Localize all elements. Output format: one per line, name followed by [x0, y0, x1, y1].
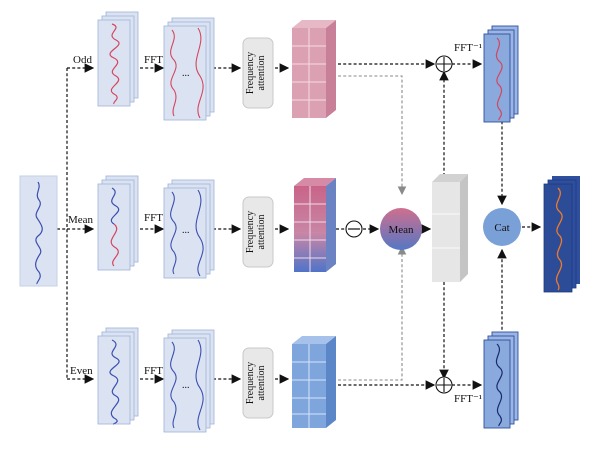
- mean-signal-stack: [97, 175, 139, 271]
- even-ellipsis: ...: [182, 380, 190, 391]
- svg-text:Frequencyattention: Frequencyattention: [245, 211, 267, 253]
- even-attention-block: [292, 336, 336, 428]
- odd-fft-stack: ...: [163, 17, 215, 121]
- mean-node: Mean: [380, 208, 422, 250]
- freq-attention-even: Frequencyattention: [242, 347, 274, 419]
- svg-text:Frequencyattention: Frequencyattention: [245, 362, 267, 404]
- minus-operator: [345, 220, 363, 238]
- cat-node-label: Cat: [494, 222, 509, 234]
- mean-fft-stack: ...: [163, 179, 215, 279]
- odd-signal-stack: [97, 11, 139, 107]
- ifft-top-stack: [483, 25, 519, 123]
- label-ifft-bottom: FFT⁻¹: [454, 393, 482, 405]
- ifft-bottom-stack: [483, 331, 519, 429]
- shared-block: [432, 174, 468, 282]
- odd-wave: [109, 23, 120, 105]
- freq-attention-mean: Frequencyattention: [242, 196, 274, 268]
- odd-attention-block: [292, 20, 336, 118]
- add-operator-top: [435, 55, 453, 73]
- input-wave: [35, 181, 43, 285]
- mean-ellipsis: ...: [182, 225, 190, 236]
- label-ifft-top: FFT⁻¹: [454, 42, 482, 54]
- even-fft-stack: ...: [163, 329, 215, 433]
- label-even: Even: [70, 365, 93, 377]
- connectors: [57, 59, 542, 390]
- output-stack: [543, 176, 580, 293]
- odd-ellipsis: ...: [182, 68, 190, 79]
- label-fft-odd: FFT: [144, 54, 163, 66]
- freq-attention-odd: Frequencyattention: [242, 37, 274, 109]
- add-operator-bottom: [435, 376, 453, 394]
- svg-text:Frequencyattention: Frequencyattention: [245, 52, 267, 94]
- even-to-mean: [338, 245, 407, 381]
- even-wave: [109, 339, 120, 425]
- mean-node-label: Mean: [388, 224, 414, 236]
- label-fft-mean: FFT: [144, 212, 163, 224]
- mean-attention-block: [294, 178, 336, 272]
- input-panel: [19, 175, 58, 287]
- odd-to-mean: [338, 75, 407, 196]
- even-signal-stack: [97, 327, 139, 425]
- input-signal: [19, 175, 58, 287]
- output-wave: [555, 187, 563, 291]
- label-mean-branch: Mean: [68, 214, 94, 226]
- label-odd: Odd: [73, 54, 92, 66]
- label-fft-even: FFT: [144, 365, 163, 377]
- cat-node: Cat: [483, 208, 521, 246]
